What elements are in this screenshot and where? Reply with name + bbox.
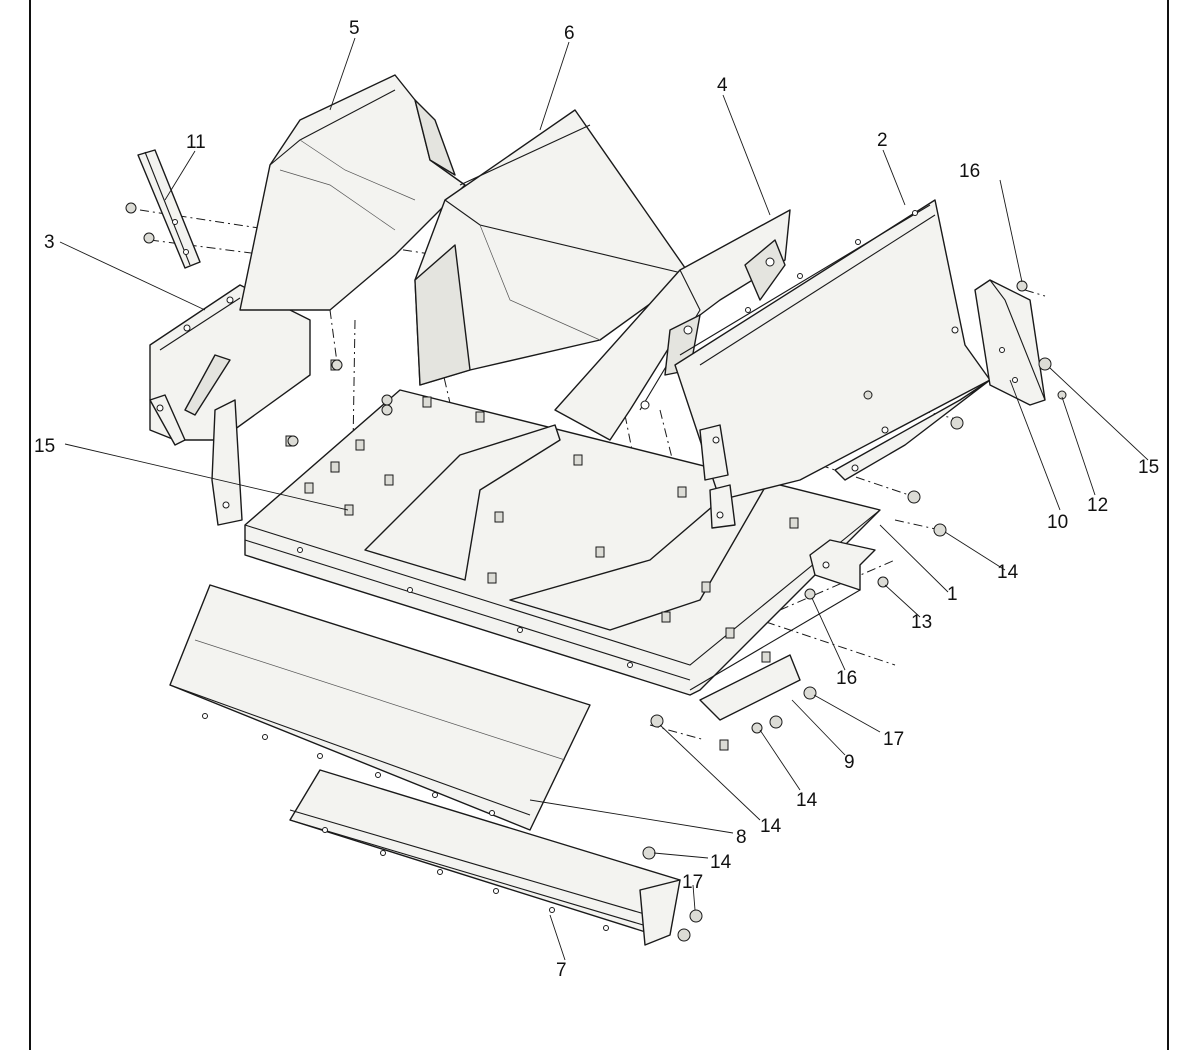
part-7-angle-strip bbox=[289, 769, 681, 946]
part-9-lower-bracket bbox=[689, 589, 861, 751]
callout-14: 14 bbox=[710, 852, 732, 873]
part-11-bracket bbox=[125, 149, 201, 269]
callout-8: 8 bbox=[736, 827, 747, 848]
callout-4: 4 bbox=[717, 75, 728, 96]
callout-14: 14 bbox=[997, 562, 1019, 583]
callout-3: 3 bbox=[44, 232, 55, 253]
leader-lines bbox=[59, 37, 1149, 961]
part-6-chute bbox=[414, 109, 691, 386]
callout-17: 17 bbox=[883, 729, 904, 750]
callout-labels: 5 6 4 2 16 11 3 15 15 10 12 14 1 13 16 1… bbox=[34, 18, 1159, 981]
callout-13: 13 bbox=[911, 612, 932, 633]
part-8-curved-cover bbox=[169, 584, 591, 831]
callout-11: 11 bbox=[186, 132, 206, 153]
callout-10: 10 bbox=[1047, 512, 1068, 533]
part-3-left-panel bbox=[149, 284, 311, 526]
base-plate bbox=[244, 359, 881, 696]
callout-6: 6 bbox=[564, 23, 575, 44]
page-frame bbox=[29, 0, 1169, 1050]
callout-16: 16 bbox=[959, 161, 980, 182]
fasteners bbox=[287, 280, 1067, 942]
part-1-corner-bracket bbox=[809, 539, 876, 591]
callout-7: 7 bbox=[556, 960, 567, 981]
part-10-end-bracket bbox=[974, 279, 1046, 406]
callout-9: 9 bbox=[844, 752, 855, 773]
part-5-hopper bbox=[239, 74, 466, 311]
callout-12: 12 bbox=[1087, 495, 1108, 516]
callout-16: 16 bbox=[836, 668, 857, 689]
callout-15: 15 bbox=[34, 436, 55, 457]
callout-15: 15 bbox=[1138, 457, 1159, 478]
callout-2: 2 bbox=[877, 130, 888, 151]
callout-17: 17 bbox=[682, 872, 703, 893]
callout-1: 1 bbox=[947, 584, 958, 605]
callout-14: 14 bbox=[796, 790, 818, 811]
part-2-rail-panel bbox=[674, 199, 991, 529]
callout-14: 14 bbox=[760, 816, 782, 837]
callout-5: 5 bbox=[349, 18, 360, 39]
